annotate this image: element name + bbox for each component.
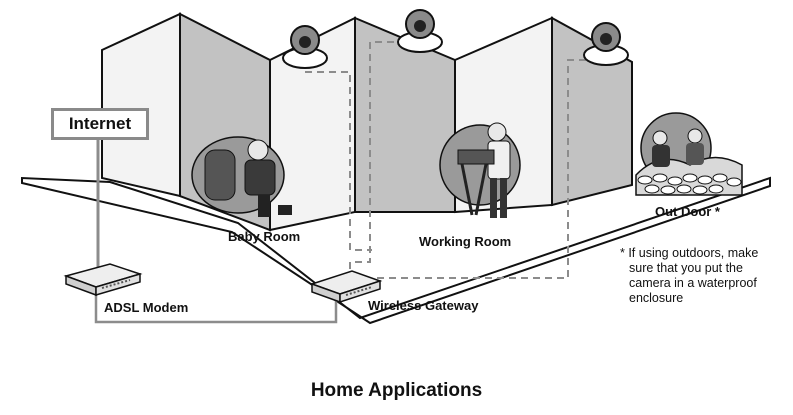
wireless-gateway-label: Wireless Gateway xyxy=(368,298,478,313)
working-room-label: Working Room xyxy=(419,234,511,249)
note-line: camera in a waterproof xyxy=(620,276,792,291)
outdoor-illustration xyxy=(636,113,742,195)
diagram-caption: Home Applications xyxy=(0,380,793,402)
note-line: enclosure xyxy=(620,291,792,306)
out-door-label: Out Door * xyxy=(655,204,720,219)
baby-room-label: Baby Room xyxy=(228,229,300,244)
wall-left-front xyxy=(102,14,180,196)
internet-label: Internet xyxy=(51,108,149,140)
camera-icon xyxy=(398,10,442,52)
note-line: * If using outdoors, make xyxy=(620,246,758,260)
outdoor-note: * If using outdoors, make sure that you … xyxy=(620,246,792,306)
note-line: sure that you put the xyxy=(620,261,792,276)
adsl-modem-label: ADSL Modem xyxy=(104,300,188,315)
wall-out-back xyxy=(552,18,632,205)
adsl-modem-device xyxy=(66,264,140,295)
